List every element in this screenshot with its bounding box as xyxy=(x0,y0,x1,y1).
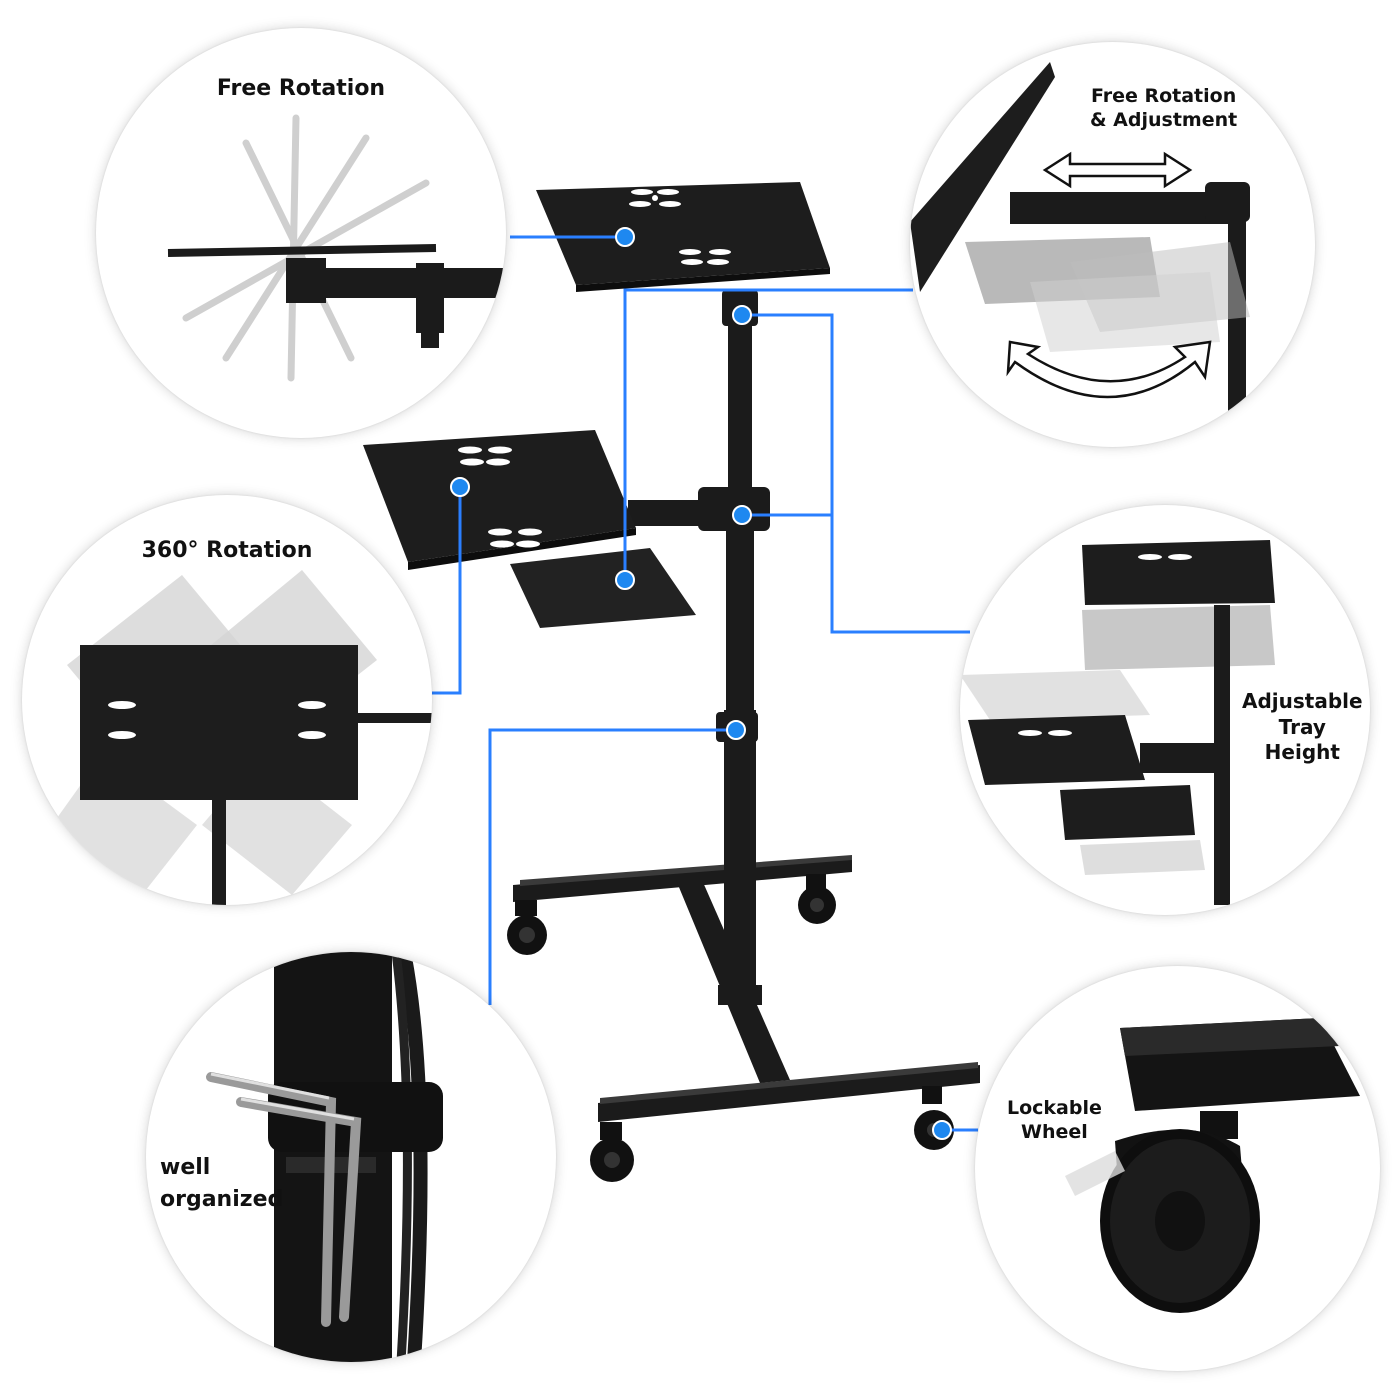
cable-organizer-detail-image xyxy=(206,952,443,1362)
connector-well-organized xyxy=(488,728,736,1005)
height-detail-image xyxy=(960,540,1275,905)
marker-dot xyxy=(726,720,746,740)
mouse-pad-tray xyxy=(510,548,696,628)
double-arrow-icon xyxy=(1042,151,1193,189)
callout-360-rotation: 360° Rotation xyxy=(22,495,432,905)
rotation-detail-image xyxy=(167,114,506,382)
marker-dot xyxy=(450,477,470,497)
telescopic-column xyxy=(698,290,770,1000)
marker-dot xyxy=(732,505,752,525)
360-rotation-detail-image xyxy=(52,570,432,905)
curved-arrow-icon xyxy=(1006,340,1212,399)
middle-laptop-tray xyxy=(363,430,636,570)
callout-free-rotation: Free Rotation xyxy=(96,28,506,438)
top-laptop-tray xyxy=(536,182,830,292)
caster-wheels xyxy=(507,874,954,1182)
callout-adjustable-height: Adjustable Tray Height xyxy=(960,505,1370,915)
connector-adjustable-height xyxy=(742,313,970,634)
adjustment-detail-image xyxy=(910,62,1250,447)
free-rotation-label: Free Rotation xyxy=(216,76,386,101)
well-organized-label: well organized xyxy=(160,1155,284,1212)
callout-lockable-wheel: Lockable Wheel xyxy=(975,966,1380,1371)
marker-dot xyxy=(615,227,635,247)
marker-dot xyxy=(615,570,635,590)
connector-free-rotation-adjustment xyxy=(623,288,913,580)
360-rotation-label: 360° Rotation xyxy=(141,538,313,563)
marker-dot xyxy=(732,305,752,325)
adjustable-height-label: Adjustable Tray Height xyxy=(1242,689,1363,765)
lockable-wheel-label: Lockable Wheel xyxy=(1007,1097,1102,1144)
free-rotation-adjustment-label: Free Rotation & Adjustment xyxy=(1090,85,1238,132)
side-arm xyxy=(628,500,700,526)
callout-free-rotation-adjustment: Free Rotation & Adjustment xyxy=(910,42,1315,447)
marker-dot xyxy=(932,1120,952,1140)
callout-well-organized: well organized xyxy=(146,952,556,1362)
connector-360-rotation xyxy=(432,487,462,695)
wheel-detail-image xyxy=(1065,1018,1360,1313)
